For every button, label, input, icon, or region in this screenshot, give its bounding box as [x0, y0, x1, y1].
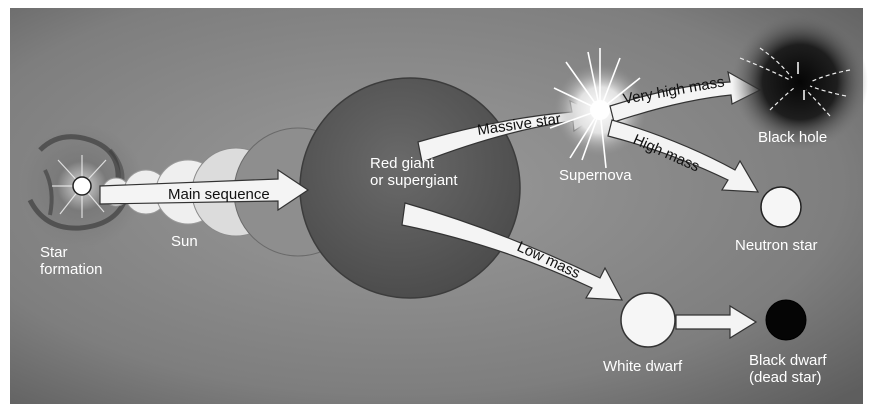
star-formation-nebula — [20, 124, 144, 248]
neutron-star — [760, 186, 802, 228]
black-dwarf-label: Black dwarf (dead star) — [749, 352, 827, 386]
protostar — [72, 176, 92, 196]
cooling-arrow — [675, 304, 758, 340]
black-dwarf-line-2: (dead star) — [749, 369, 822, 386]
sun-label: Sun — [171, 233, 198, 250]
neutron-star-label: Neutron star — [735, 237, 818, 254]
white-dwarf-label: White dwarf — [603, 358, 683, 375]
star-formation-line-2: formation — [40, 261, 103, 278]
red-giant-line-2: or supergiant — [370, 172, 458, 189]
main-sequence-arrow — [99, 168, 310, 212]
red-giant-line-1: Red giant — [370, 155, 435, 172]
main-sequence-label: Main sequence — [168, 186, 270, 203]
high-mass-arrow — [607, 119, 760, 193]
black-dwarf-line-1: Black dwarf — [749, 352, 827, 369]
black-hole — [732, 14, 868, 150]
white-dwarf-star — [620, 292, 676, 348]
star-formation-line-1: Star — [40, 244, 68, 261]
star-formation-label: Star formation — [40, 244, 103, 278]
red-giant-label: Red giant or supergiant — [370, 155, 458, 189]
black-dwarf-star — [765, 299, 807, 341]
black-hole-label: Black hole — [758, 129, 828, 146]
low-mass-arrow — [401, 202, 624, 301]
supernova-label: Supernova — [559, 167, 632, 184]
